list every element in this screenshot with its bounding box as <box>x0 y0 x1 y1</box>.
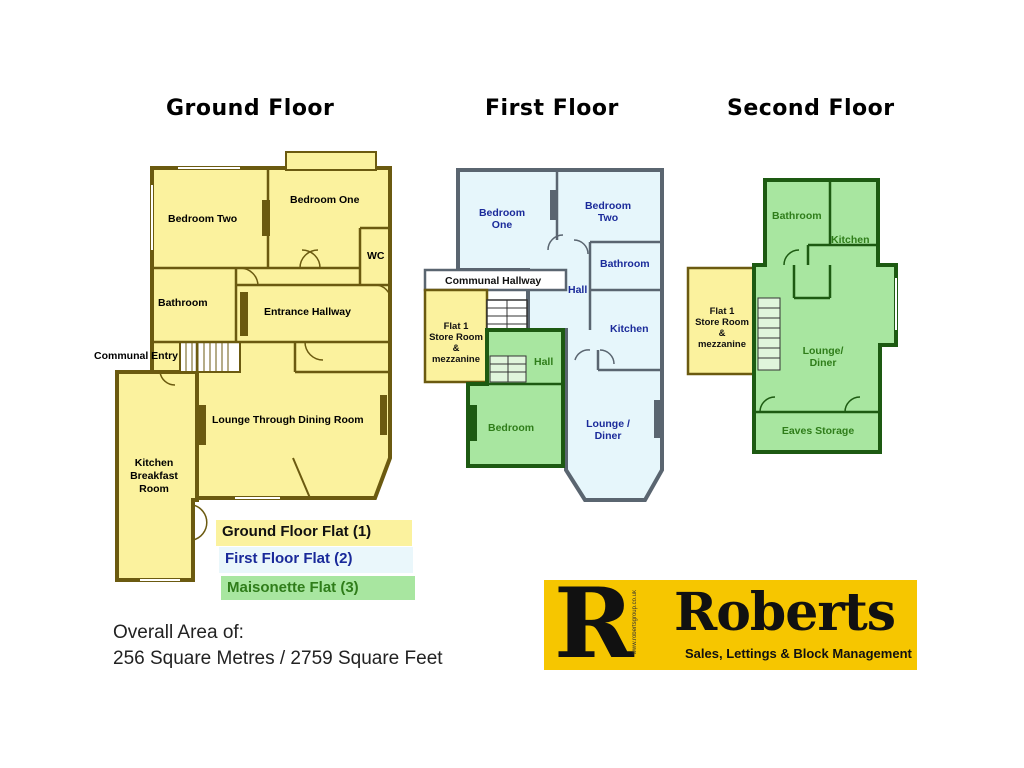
first-store-label-1: Flat 1 <box>444 321 470 332</box>
second-maisonette-body <box>752 178 898 454</box>
first-hall-lower-label: Hall <box>534 356 553 368</box>
ground-kitchen-label-1: Kitchen <box>135 457 174 469</box>
second-store-label-2: Store Room <box>695 317 749 328</box>
ground-chimney-4 <box>380 395 387 435</box>
legend-flat2: First Floor Flat (2) <box>219 547 413 573</box>
overall-area-value: 256 Square Metres / 2759 Square Feet <box>113 648 443 669</box>
first-lounge-label-2: Diner <box>595 430 622 442</box>
second-internal-walls <box>754 180 880 414</box>
first-communal-hallway-label: Communal Hallway <box>445 275 541 287</box>
first-door-arcs <box>547 234 615 365</box>
logo-name: Roberts <box>674 582 896 643</box>
first-bathroom-label: Bathroom <box>600 258 650 270</box>
first-store-room <box>423 288 489 384</box>
first-chimney-1 <box>550 190 557 220</box>
ground-lounge-label: Lounge Through Dining Room <box>212 414 364 426</box>
first-floor-plan: Bedroom One Bedroom Two Bathroom Communa… <box>423 168 664 502</box>
first-bedroom-one-label-2: One <box>492 219 513 231</box>
second-store-room <box>686 266 756 376</box>
second-stair-treads <box>758 307 780 359</box>
logo-website: www.robertsgroup.co.uk <box>632 590 638 655</box>
ground-communal-entry-label: Communal Entry <box>94 350 178 362</box>
ground-bedroom-two-label: Bedroom Two <box>168 213 237 225</box>
first-kitchen-label: Kitchen <box>610 323 649 335</box>
legend-flat3: Maisonette Flat (3) <box>221 576 415 600</box>
lounge-bay-line <box>292 457 375 499</box>
second-floor-plan: Bathroom Kitchen Flat 1 Store Room & mez… <box>686 178 898 454</box>
ground-bedroom-one-label: Bedroom One <box>290 194 360 206</box>
logo-initial: R <box>554 567 634 680</box>
first-store-label-3: & <box>453 343 460 354</box>
first-maisonette-treads <box>490 356 526 382</box>
ground-kitchen-label-3: Room <box>139 483 169 495</box>
first-communal-hallway <box>423 268 568 292</box>
ground-floor-plan: Bedroom Two Bedroom One WC Bathroom Entr… <box>94 151 392 582</box>
roberts-logo: R www.robertsgroup.co.uk Roberts Sales, … <box>544 574 917 674</box>
ground-chimney-1 <box>262 200 270 236</box>
second-eaves-label: Eaves Storage <box>782 425 855 437</box>
first-bedroom-two-label-2: Two <box>598 212 618 224</box>
first-floor-title: First Floor <box>485 96 619 121</box>
second-lounge-label-2: Diner <box>810 357 837 369</box>
ground-chimney-3 <box>199 405 206 445</box>
logo-tagline: Sales, Lettings & Block Management <box>685 646 912 661</box>
ground-bathroom-label: Bathroom <box>158 297 208 309</box>
second-bathroom-label: Bathroom <box>772 210 822 222</box>
second-door-arcs <box>759 249 861 413</box>
first-bedroom-one-label-1: Bedroom <box>479 207 525 219</box>
second-store-label-3: & <box>719 328 726 339</box>
bedroom-one-bay <box>285 151 377 171</box>
second-kitchen-label: Kitchen <box>831 234 870 246</box>
first-store-label-2: Store Room <box>429 332 483 343</box>
first-hall-upper-label: Hall <box>568 284 587 296</box>
first-internal-walls <box>555 170 662 372</box>
ground-chimney-2 <box>240 292 248 336</box>
second-store-label-4: mezzanine <box>698 339 746 350</box>
ground-windows <box>140 167 280 581</box>
first-lounge-label-1: Lounge / <box>586 418 630 430</box>
ground-kitchen-label-2: Breakfast <box>130 470 178 482</box>
second-stairs <box>757 297 781 371</box>
second-floor-title: Second Floor <box>727 96 895 121</box>
legend-flat1: Ground Floor Flat (1) <box>216 520 412 546</box>
ground-door-arcs <box>159 249 392 541</box>
ground-wc-label: WC <box>367 250 385 262</box>
ground-floor-title: Ground Floor <box>166 96 335 121</box>
second-store-label-1: Flat 1 <box>710 306 736 317</box>
overall-area-heading: Overall Area of: <box>113 622 244 643</box>
first-bedroom-label: Bedroom <box>488 422 534 434</box>
second-lounge-label-1: Lounge/ <box>803 345 844 357</box>
first-store-label-4: mezzanine <box>432 354 480 365</box>
ground-entrance-hallway-label: Entrance Hallway <box>264 306 351 318</box>
first-chimney-3 <box>470 405 477 441</box>
first-bedroom-two-label-1: Bedroom <box>585 200 631 212</box>
first-chimney-2 <box>654 400 661 438</box>
